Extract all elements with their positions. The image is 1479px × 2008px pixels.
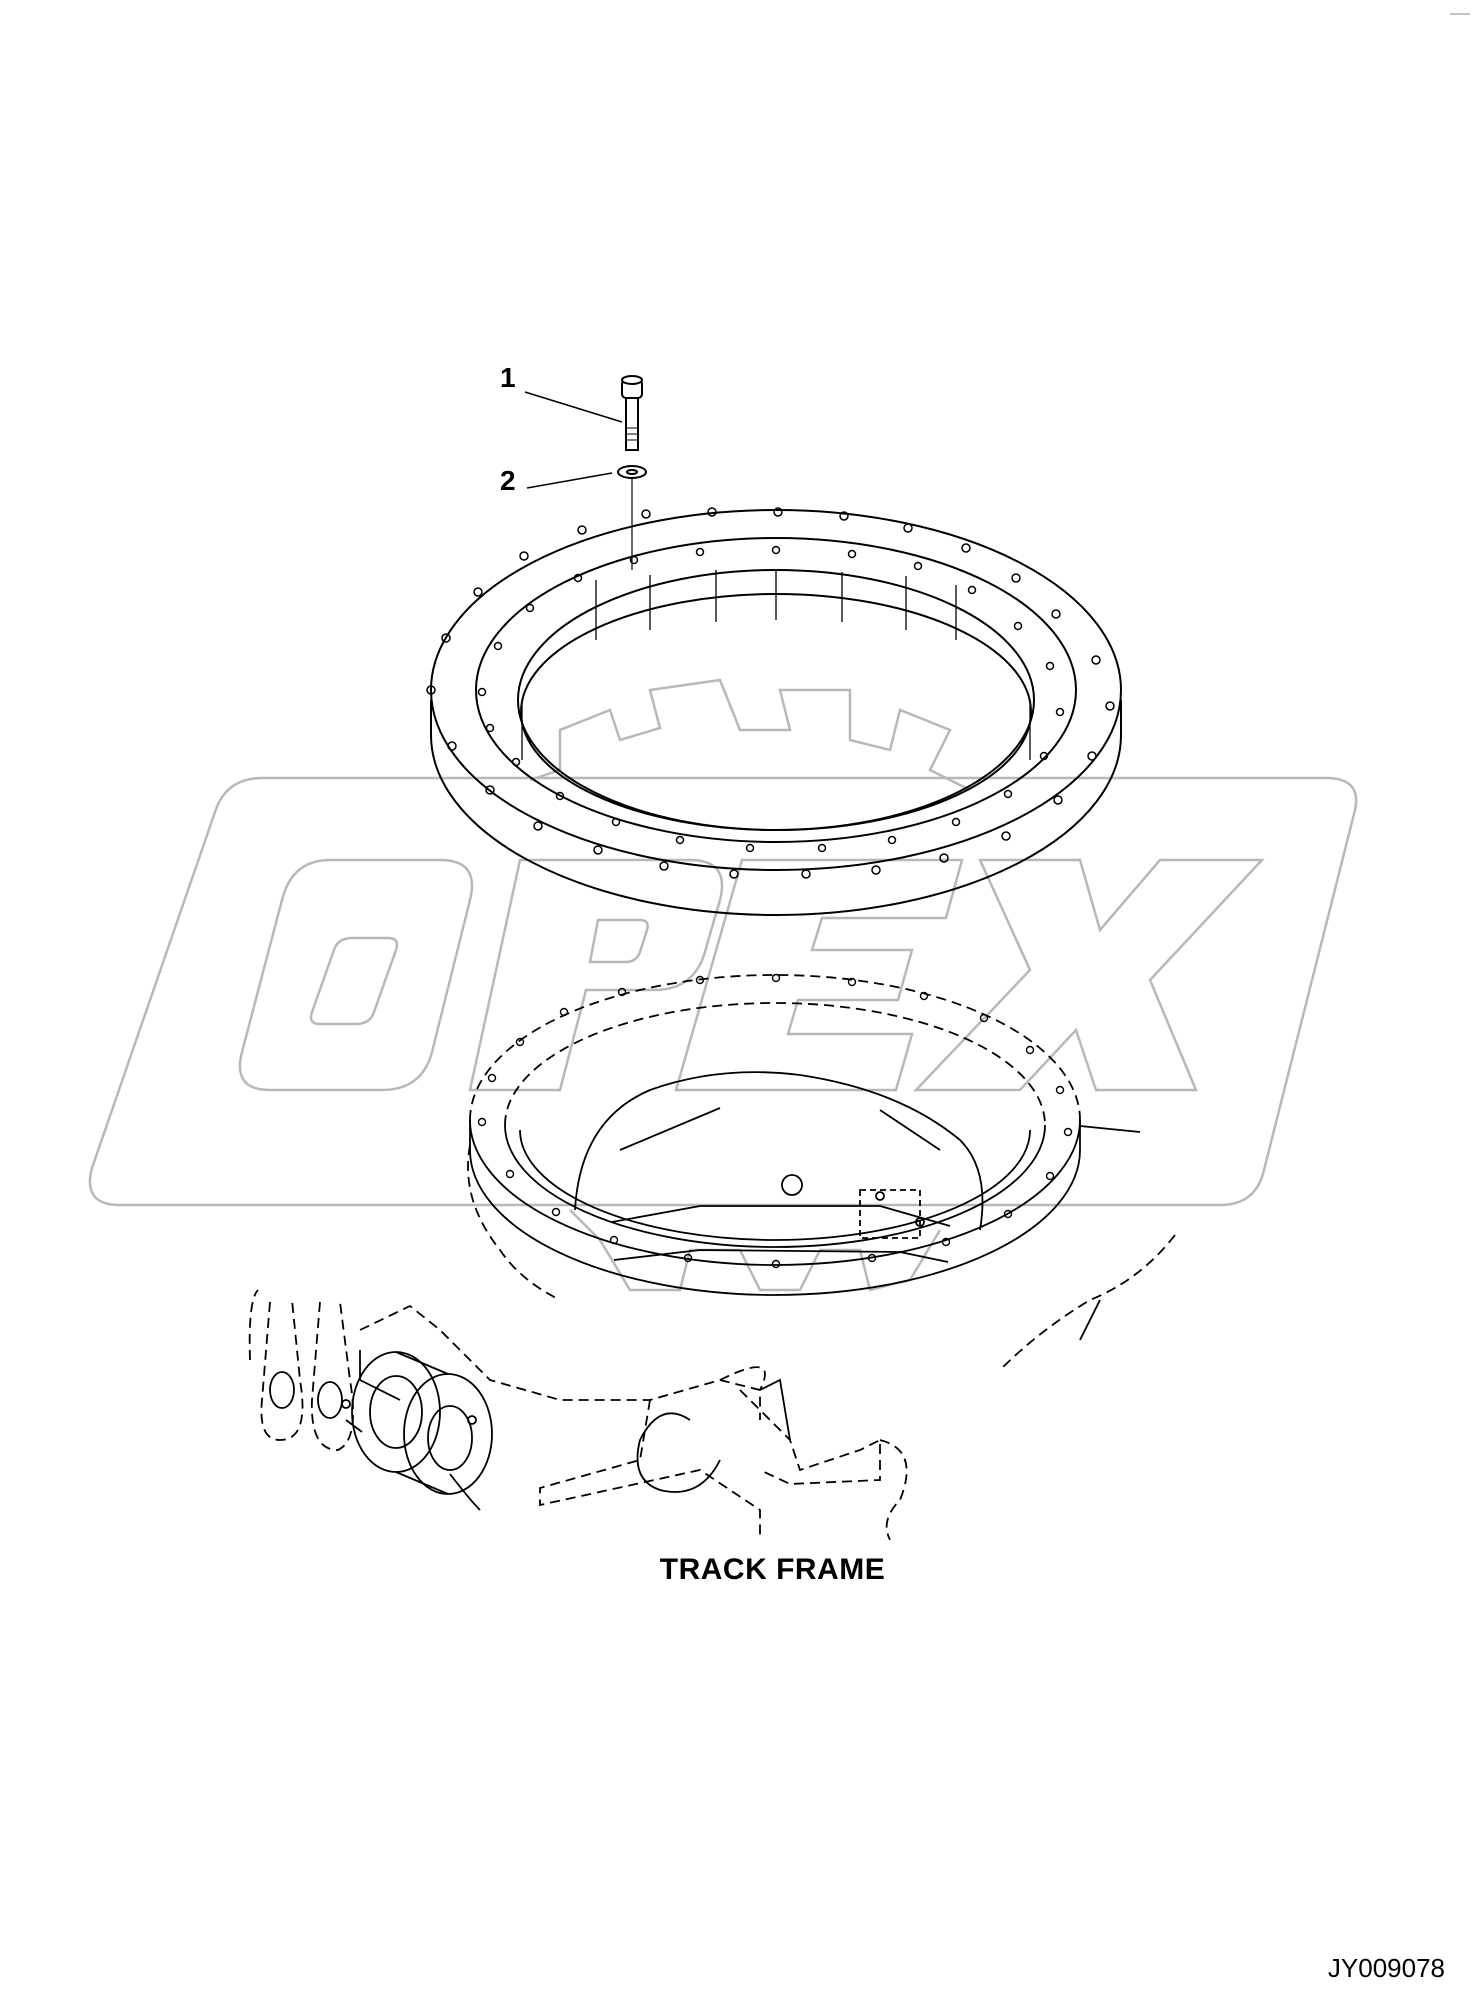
- swing-bearing-ring: [426, 507, 1122, 916]
- callout-label-2: 2: [500, 465, 516, 496]
- track-frame-label: TRACK FRAME: [659, 1553, 886, 1586]
- washer-part-2: [617, 465, 647, 479]
- leader-2: [526, 472, 613, 489]
- leader-1: [524, 391, 623, 423]
- track-frame: [248, 973, 1176, 1541]
- bolt-part-1: [621, 375, 643, 451]
- callout-leaders: [524, 391, 633, 570]
- drawing-code: JY009078: [1327, 1953, 1445, 1983]
- watermark-logo: [88, 678, 1358, 1292]
- callout-label-1: 1: [500, 362, 516, 393]
